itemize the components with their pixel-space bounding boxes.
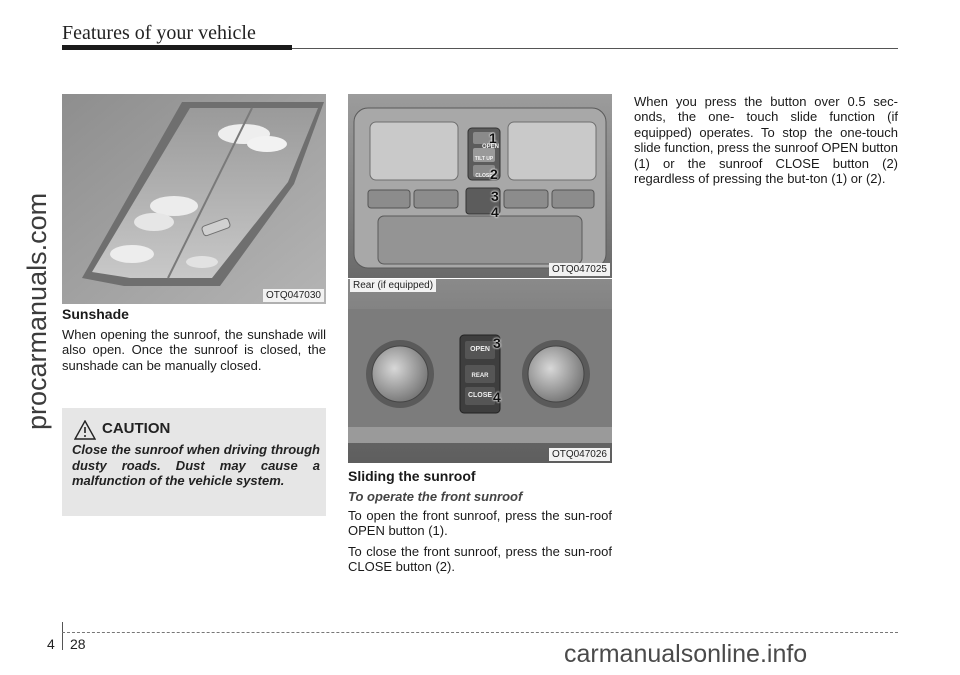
sliding-subheading: To operate the front sunroof — [348, 489, 523, 504]
rear-rear-label: REAR — [471, 373, 489, 379]
footer-tick — [62, 622, 63, 650]
callout-3: 3 — [491, 188, 499, 204]
rear-console-figure: Rear (if equipped) OPEN REAR CLOSE 3 4 O… — [348, 279, 612, 463]
front-open-label: OPEN — [482, 144, 500, 150]
header-rule-thin — [292, 48, 898, 49]
rear-open-label: OPEN — [470, 346, 490, 353]
chapter-number: 4 — [47, 636, 55, 652]
one-touch-paragraph: When you press the button over 0.5 sec-o… — [634, 94, 898, 187]
caution-title: CAUTION — [102, 420, 171, 437]
sliding-heading: Sliding the sunroof — [348, 468, 476, 484]
front-tilt-label: TILT UP — [474, 156, 494, 162]
footer-rule — [62, 632, 898, 633]
warning-triangle-icon — [74, 420, 96, 440]
figure-code: OTQ047025 — [548, 263, 610, 276]
sunshade-illustration — [62, 94, 326, 304]
rear-console-illustration — [348, 279, 612, 463]
sunshade-figure: OTQ047030 — [62, 94, 326, 304]
rear-caption: Rear (if equipped) — [350, 279, 437, 292]
sliding-para-close: To close the front sunroof, press the su… — [348, 544, 612, 575]
page-header-title: Features of your vehicle — [62, 22, 256, 44]
front-close-label: CLOSE — [475, 173, 493, 179]
front-console-illustration — [348, 94, 612, 278]
page-number: 28 — [70, 636, 86, 652]
caution-box: CAUTION Close the sunroof when driving t… — [62, 408, 326, 516]
callout-1: 1 — [489, 130, 497, 146]
header-rule — [62, 45, 292, 50]
caution-text: Close the sunroof when driving through d… — [72, 442, 320, 488]
sunshade-body: When opening the sunroof, the sunshade w… — [62, 327, 326, 373]
sunshade-heading: Sunshade — [62, 306, 129, 322]
callout-4: 4 — [491, 204, 499, 220]
rear-close-label: CLOSE — [467, 392, 493, 399]
callout-3: 3 — [493, 335, 501, 351]
side-watermark: procarmanuals.com — [22, 192, 52, 430]
front-console-figure: OPEN TILT UP CLOSE 1 2 3 4 OTQ047025 — [348, 94, 612, 278]
callout-4: 4 — [493, 389, 501, 405]
callout-2: 2 — [490, 166, 498, 182]
sliding-para-open: To open the front sunroof, press the sun… — [348, 508, 612, 539]
figure-code: OTQ047030 — [262, 289, 324, 302]
bottom-watermark: carmanualsonline.info — [564, 640, 808, 668]
figure-code: OTQ047026 — [548, 448, 610, 461]
